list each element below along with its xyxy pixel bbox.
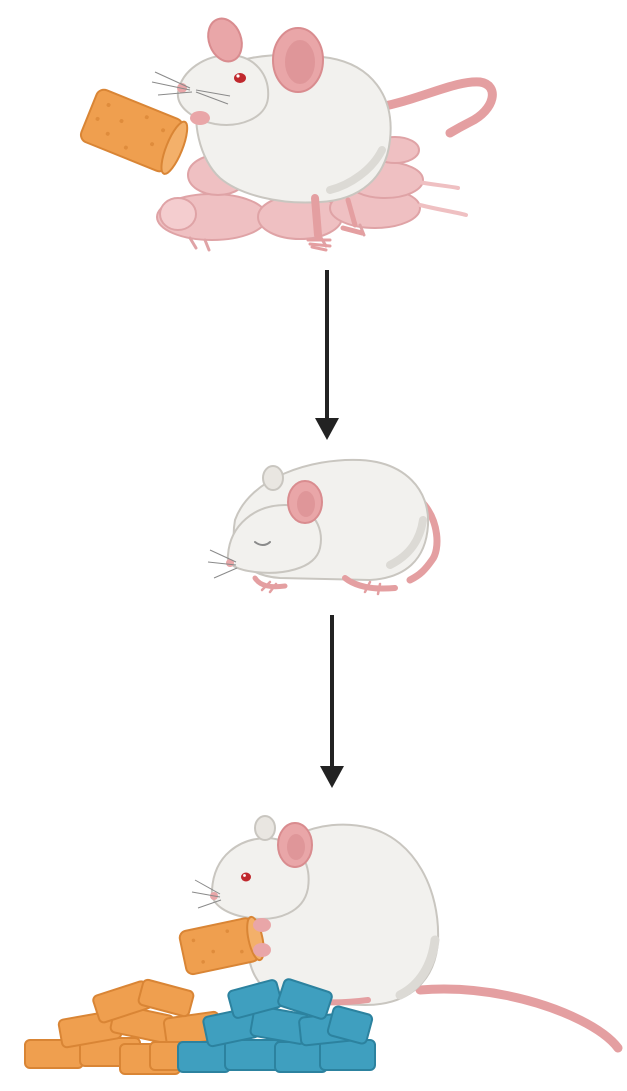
blue-pellet <box>178 1042 230 1072</box>
blue-pellet <box>320 1040 375 1070</box>
adult-eye <box>241 873 251 882</box>
white-mouse-adult <box>192 816 438 1005</box>
adult-ear-back <box>255 816 275 840</box>
blue-pellet <box>225 1040 280 1070</box>
adult-tail <box>420 989 618 1048</box>
